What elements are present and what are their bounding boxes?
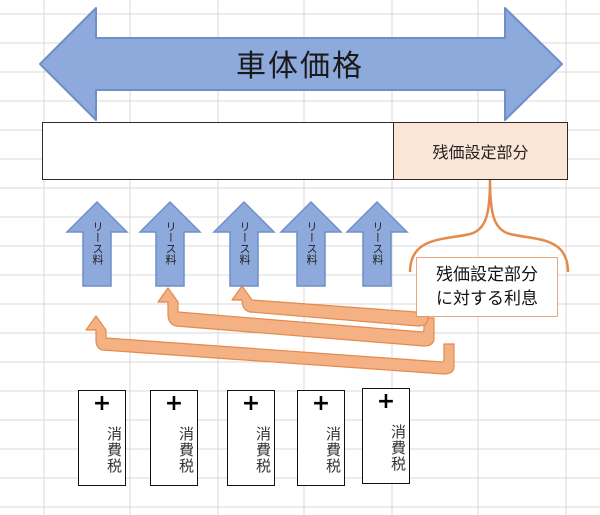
interest-label-line-1: 残価設定部分 <box>436 265 538 285</box>
consumption-tax-box-1: + 消費税 <box>78 390 126 486</box>
plus-sign: + <box>241 391 261 416</box>
lease-fee-label: リース料 <box>91 221 104 265</box>
interest-label-line-2: に対する利息 <box>436 289 538 309</box>
lease-fee-label: リース料 <box>305 221 318 265</box>
lease-fee-arrow-2: リース料 <box>138 200 202 288</box>
consumption-tax-label: 消費税 <box>254 426 272 474</box>
plus-sign: + <box>92 391 112 416</box>
consumption-tax-box-3: + 消費税 <box>227 390 275 486</box>
plus-sign: + <box>376 389 396 414</box>
vehicle-price-title: 車体価格 <box>236 49 364 84</box>
residual-value-box: 残価設定部分 <box>393 122 568 180</box>
consumption-tax-box-4: + 消費税 <box>297 390 345 486</box>
residual-brace <box>408 179 570 273</box>
lease-fee-arrow-5: リース料 <box>345 200 409 288</box>
consumption-tax-box-2: + 消費税 <box>150 390 198 486</box>
lease-fee-arrow-4: リース料 <box>279 200 343 288</box>
consumption-tax-label: 消費税 <box>389 424 407 472</box>
consumption-tax-label: 消費税 <box>177 426 195 474</box>
plus-sign: + <box>311 391 331 416</box>
lease-fee-arrow-3: リース料 <box>212 200 276 288</box>
lease-fee-label: リース料 <box>371 221 384 265</box>
interest-arrow-1 <box>85 315 455 375</box>
consumption-tax-label: 消費税 <box>105 426 123 474</box>
lease-fee-label: リース料 <box>238 221 251 265</box>
consumption-tax-label: 消費税 <box>324 426 342 474</box>
interest-flow-arrows <box>85 285 455 375</box>
lease-fee-label: リース料 <box>164 221 177 265</box>
interest-arrow-2 <box>157 287 435 347</box>
vehicle-price-double-arrow <box>39 7 563 121</box>
lease-fee-arrow-1: リース料 <box>65 200 129 288</box>
plus-sign: + <box>164 391 184 416</box>
consumption-tax-box-5: + 消費税 <box>362 388 410 484</box>
residual-interest-box: 残価設定部分 に対する利息 <box>417 258 557 316</box>
